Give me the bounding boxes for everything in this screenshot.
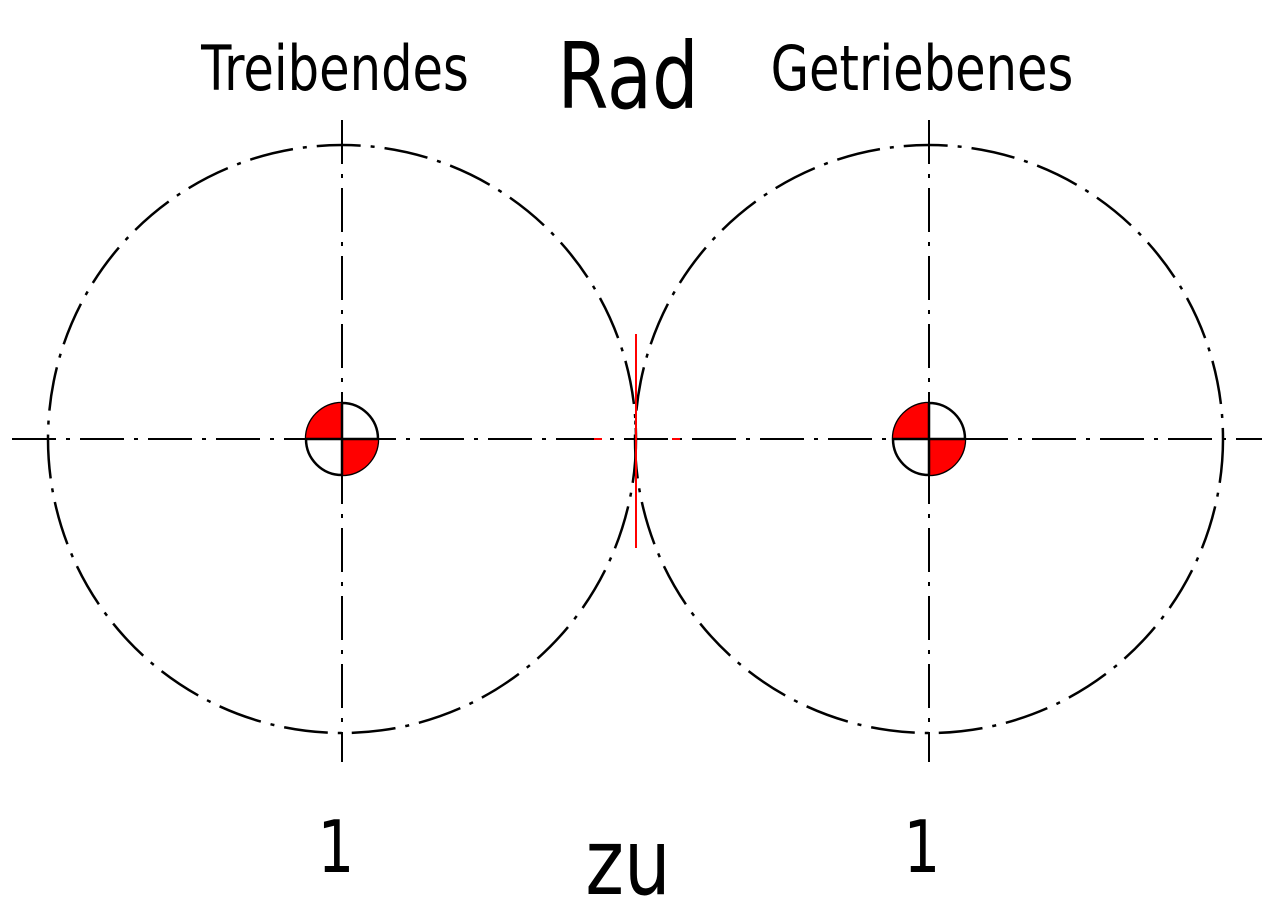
driving-wheel-label: Treibendes [200,34,469,106]
driving-wheel [46,120,638,762]
ratio-word: zu [585,809,670,912]
wheel-title: Rad [557,23,698,130]
center-of-gravity-icon [304,401,380,477]
ratio-left-value: 1 [318,806,355,890]
center-of-gravity-icon [891,401,967,477]
driven-wheel-label: Getriebenes [771,34,1074,106]
driven-wheel [633,120,1225,762]
ratio-right-value: 1 [904,806,941,890]
